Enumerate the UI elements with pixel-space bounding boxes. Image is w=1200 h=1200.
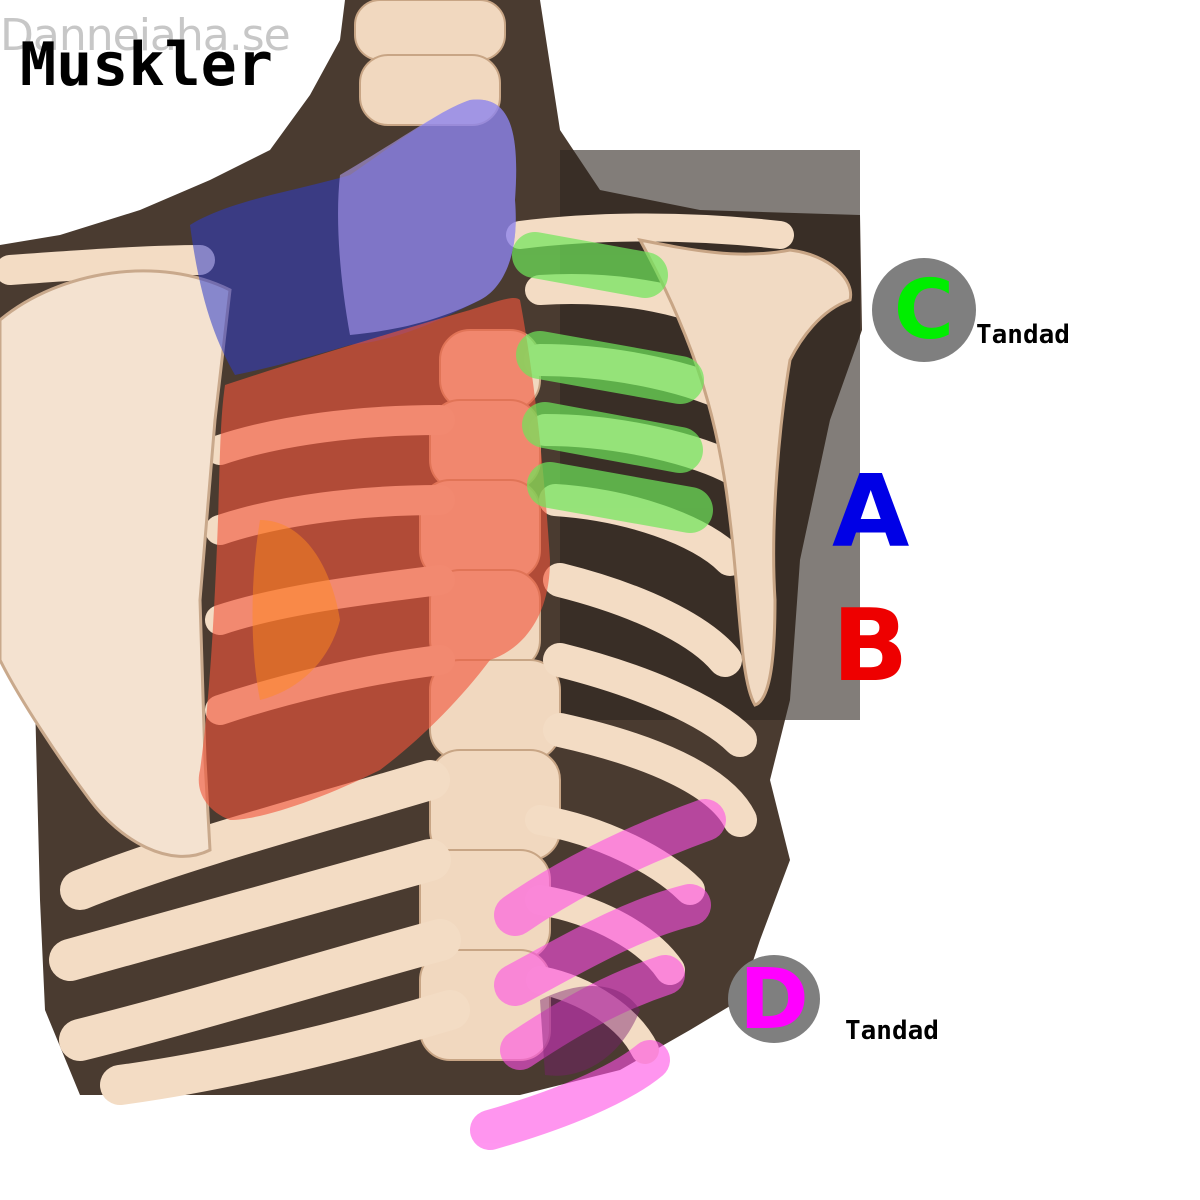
page-title: Muskler [20, 30, 273, 100]
watermark-text: Danneiaha.se [0, 10, 291, 61]
region-d-overlay [470, 799, 726, 1150]
region-d-inner [540, 986, 640, 1076]
label-a: A [832, 453, 910, 570]
region-c-overlay [512, 232, 713, 533]
region-b-inner [252, 520, 340, 700]
label-d-badge: D [728, 950, 820, 1048]
scapula-left [0, 269, 232, 858]
label-d-caption: Tandad [845, 1016, 939, 1046]
label-c-badge: C [872, 258, 976, 362]
label-c-caption: Tandad [976, 320, 1070, 350]
scapula-right [637, 237, 853, 707]
label-b: B [832, 587, 909, 704]
photo-background [0, 0, 345, 245]
region-a-overlay-light [338, 99, 517, 335]
label-d-letter: D [739, 950, 809, 1048]
label-c-letter: C [893, 262, 955, 358]
